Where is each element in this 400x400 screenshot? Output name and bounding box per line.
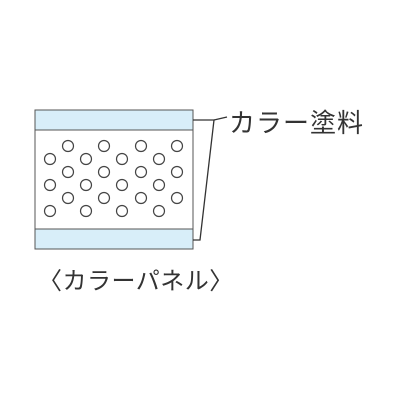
particle-circle: [152, 152, 166, 166]
particle-circle: [61, 139, 75, 153]
bracket-line: [193, 119, 215, 241]
top-paint-layer: [34, 109, 194, 131]
particle-circle: [170, 191, 184, 205]
particle-circle: [134, 165, 148, 179]
bottom-paint-layer: [34, 228, 194, 250]
paint-label: カラー塗料: [229, 109, 364, 139]
paint-bracket: [193, 116, 228, 241]
panel-cross-section: [34, 109, 194, 250]
particle-circle: [43, 204, 57, 218]
core-particles: [43, 139, 184, 218]
particle-circle: [79, 178, 93, 192]
particle-circle: [79, 204, 93, 218]
particle-circle: [170, 165, 184, 179]
particle-circle: [61, 165, 75, 179]
particle-circle: [43, 152, 57, 166]
particle-circle: [61, 191, 75, 205]
particle-circle: [97, 165, 111, 179]
particle-circle: [97, 139, 111, 153]
particle-circle: [115, 178, 129, 192]
particle-circle: [134, 139, 148, 153]
leader-line: [213, 116, 228, 121]
panel-caption: 〈カラーパネル〉: [38, 267, 234, 295]
core-layer: [34, 129, 194, 230]
particle-circle: [152, 178, 166, 192]
particle-circle: [115, 204, 129, 218]
particle-circle: [170, 139, 184, 153]
particle-circle: [115, 152, 129, 166]
particle-circle: [152, 204, 166, 218]
particle-circle: [79, 152, 93, 166]
particle-circle: [43, 178, 57, 192]
particle-circle: [97, 191, 111, 205]
particle-circle: [134, 191, 148, 205]
